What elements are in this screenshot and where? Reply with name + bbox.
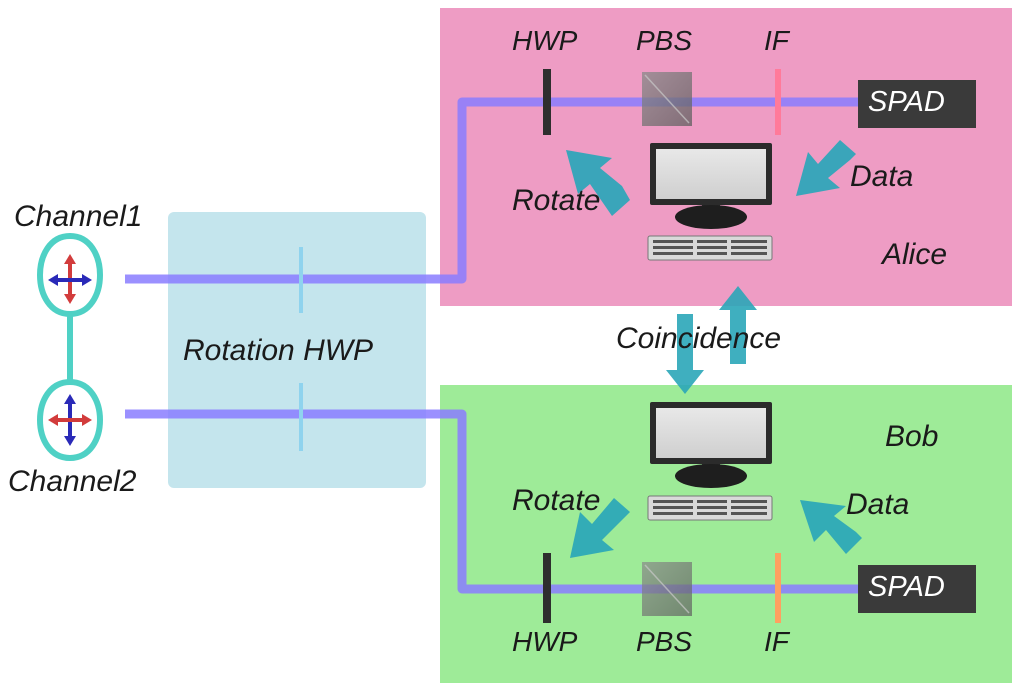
alice-data-arrow (796, 140, 856, 196)
coincidence-arrow-up (719, 286, 757, 364)
alice-pbs-label: PBS (636, 25, 693, 56)
coincidence-label: Coincidence (616, 322, 782, 355)
channel-loops (37, 232, 103, 462)
rotation-hwp-plate-2 (299, 383, 303, 451)
alice-rotate-label: Rotate (512, 184, 601, 217)
channel2-label: Channel2 (8, 465, 137, 498)
bob-spad-label: SPAD (868, 571, 945, 603)
alice-hwp-plate (543, 69, 551, 135)
rotation-hwp-plate-1 (299, 247, 303, 313)
alice-if-filter (775, 69, 781, 135)
alice-hwp-label: HWP (512, 25, 578, 56)
alice-pbs-cube (642, 72, 692, 126)
coincidence-arrow-down (666, 314, 704, 394)
bob-data-label: Data (846, 488, 910, 521)
bob-data-arrow (800, 500, 862, 554)
bob-rotate-label: Rotate (512, 484, 601, 517)
polarization-icon-2 (48, 394, 92, 446)
alice-rotate-arrow (566, 150, 630, 216)
alice-data-label: Data (850, 160, 914, 193)
bob-pbs-label: PBS (636, 626, 693, 657)
polarization-icon-1 (48, 254, 92, 304)
bob-pbs-cube (642, 562, 692, 616)
bob-if-filter (775, 553, 781, 623)
bob-hwp-plate (543, 553, 551, 623)
bob-hwp-label: HWP (512, 626, 578, 657)
bob-label: Bob (885, 420, 939, 453)
alice-spad-box (858, 80, 976, 128)
alice-computer-icon (647, 143, 773, 261)
bob-computer-icon (647, 402, 773, 521)
bob-rotate-arrow (570, 498, 630, 558)
bob-spad-box (858, 565, 976, 613)
alice-label: Alice (882, 238, 948, 271)
channel1-label: Channel1 (14, 200, 143, 233)
alice-if-label: IF (764, 25, 789, 56)
rotation-hwp-label: Rotation HWP (183, 334, 374, 367)
alice-spad-label: SPAD (868, 86, 945, 118)
bob-if-label: IF (764, 626, 789, 657)
